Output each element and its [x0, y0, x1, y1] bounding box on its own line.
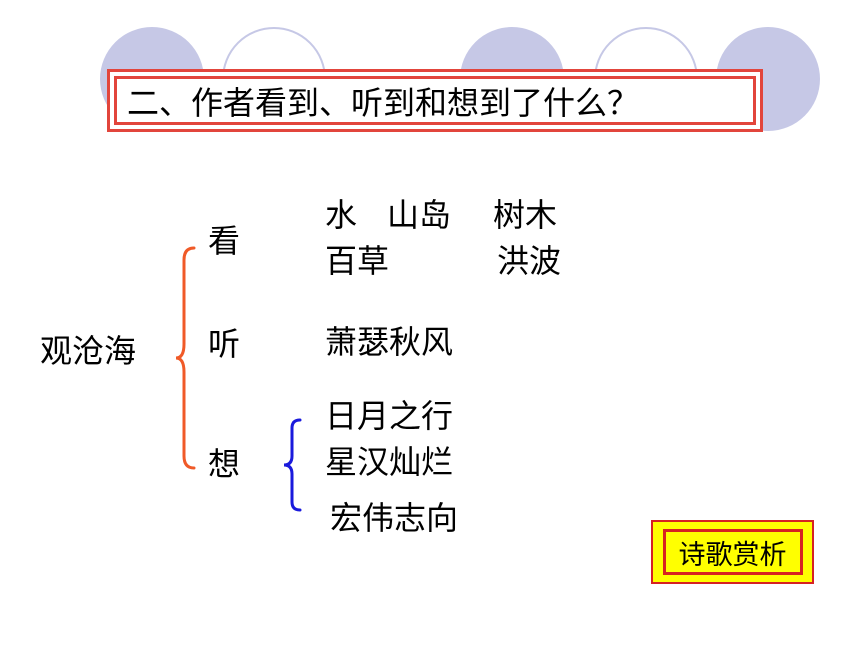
title-box: 二、作者看到、听到和想到了什么？ — [107, 69, 763, 132]
main-brace — [175, 246, 196, 470]
poem-analysis-label: 诗歌赏析 — [662, 529, 803, 575]
think-item-stars: 星汉灿烂 — [325, 443, 454, 481]
see-item-water: 水 — [325, 196, 358, 234]
branch-see-label: 看 — [208, 222, 241, 260]
see-item-trees: 树木 — [493, 196, 558, 234]
see-item-grass: 百草 — [325, 242, 390, 280]
think-item-sun-moon: 日月之行 — [325, 397, 454, 435]
sub-brace — [283, 418, 302, 512]
branch-hear-label: 听 — [208, 325, 241, 363]
root-label: 观沧海 — [40, 332, 137, 370]
see-item-waves: 洪波 — [497, 242, 562, 280]
poem-analysis-button[interactable]: 诗歌赏析 — [651, 520, 814, 584]
see-item-island: 山岛 — [387, 196, 452, 234]
think-item-ambition: 宏伟志向 — [330, 499, 459, 537]
slide-title: 二、作者看到、听到和想到了什么？ — [114, 76, 756, 125]
branch-think-label: 想 — [208, 445, 241, 483]
hear-item: 萧瑟秋风 — [325, 323, 454, 361]
